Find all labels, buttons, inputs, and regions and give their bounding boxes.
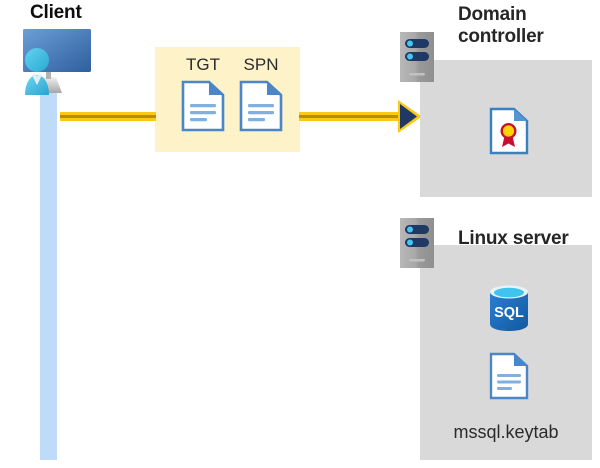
domain-controller-title-line1: Domain xyxy=(458,4,527,25)
svg-text:SQL: SQL xyxy=(494,305,524,321)
linux-server-chassis-icon xyxy=(400,218,434,268)
arrow-stripe-mid xyxy=(60,115,156,118)
linux-server-panel xyxy=(420,245,592,460)
certificate-document-icon xyxy=(489,107,529,155)
arrow-stripe-top xyxy=(299,112,407,115)
spn-label: SPN xyxy=(243,55,279,74)
message-payload-box: TGT SPN xyxy=(155,47,300,152)
keytab-filename-label: mssql.keytab xyxy=(453,422,559,442)
keytab-document-icon xyxy=(489,352,529,400)
tgt-label: TGT xyxy=(186,55,220,74)
user-monitor-icon xyxy=(6,27,94,95)
arrow-head-icon xyxy=(398,100,422,133)
arrow-stripe-bottom xyxy=(60,118,156,121)
linux-server-title: Linux server xyxy=(458,228,569,249)
tgt-document-icon xyxy=(181,80,225,132)
domain-controller-title-line2: controller xyxy=(458,26,544,48)
arrow-stripe-bottom xyxy=(299,118,407,121)
sql-database-icon: SQL xyxy=(487,284,531,332)
domain-controller-server-icon xyxy=(400,32,434,82)
arrow-segment-right xyxy=(299,112,407,121)
arrow-segment-left xyxy=(60,112,156,121)
client-label: Client xyxy=(30,2,82,23)
arrow-stripe-mid xyxy=(299,115,407,118)
client-lifeline xyxy=(40,92,57,460)
spn-document-icon xyxy=(239,80,283,132)
domain-controller-title: Domain controller xyxy=(458,4,598,49)
arrow-stripe-top xyxy=(60,112,156,115)
